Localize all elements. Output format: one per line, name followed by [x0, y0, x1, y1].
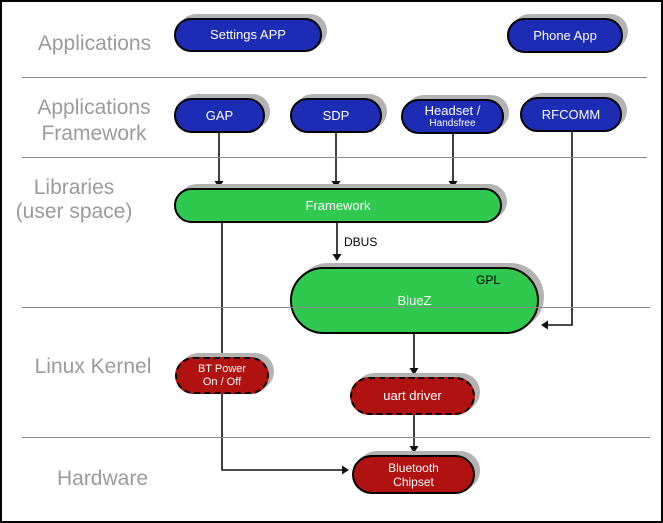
node-label: BlueZ	[397, 292, 432, 308]
layer-label-line: Libraries	[33, 176, 115, 199]
layer-label-line: Framework	[41, 122, 147, 145]
layer-label-line: Hardware	[56, 467, 149, 490]
layer-label-applications-framework: Applications Framework	[20, 95, 168, 147]
layer-label-applications: Applications	[27, 31, 162, 57]
node-label: Framework	[305, 197, 371, 213]
arrow-bluez-to-uart	[409, 334, 419, 375]
bluetooth-chipset-node: Bluetooth Chipset	[352, 455, 475, 494]
node-label: Headset /	[424, 103, 481, 118]
node-label: BT Power	[197, 362, 247, 375]
arrow-sdp-to-framework	[331, 133, 341, 188]
uart-driver-node: uart driver	[350, 377, 475, 415]
node-label: Settings APP	[210, 27, 286, 42]
node-label: On / Off	[202, 375, 242, 388]
rfcomm-node: RFCOMM	[520, 97, 622, 132]
node-label: Chipset	[393, 474, 434, 489]
layer-label-line: Applications	[37, 32, 152, 55]
layer-label-libraries-user-space: Libraries (user space)	[4, 176, 144, 224]
bt-power-node: BT Power On / Off	[175, 357, 269, 394]
layer-divider-line	[22, 157, 647, 158]
layer-label-hardware: Hardware	[40, 466, 165, 492]
dbus-connection-label: DBUS	[344, 235, 378, 249]
node-label: uart driver	[383, 388, 442, 403]
layer-divider-line	[22, 307, 650, 308]
node-label: Phone App	[533, 27, 597, 43]
node-label: RFCOMM	[541, 106, 601, 122]
node-label: SDP	[322, 107, 350, 123]
layer-label-line: Linux Kernel	[34, 355, 152, 378]
layer-label-linux-kernel: Linux Kernel	[22, 354, 164, 380]
bluez-node: BlueZ	[290, 267, 539, 334]
layer-label-line: (user space)	[15, 200, 133, 223]
layer-divider-line	[22, 77, 647, 78]
gpl-license-tag: GPL	[476, 273, 501, 287]
layer-label-line: Applications	[37, 96, 151, 119]
arrow-uart-to-chipset	[409, 415, 419, 453]
layer-divider-line	[22, 437, 650, 438]
arrow-framework-to-bluez-dbus	[332, 223, 342, 261]
node-label: Handsfree	[429, 118, 476, 129]
arrow-gap-to-framework	[214, 133, 224, 188]
settings-app-node: Settings APP	[174, 18, 322, 52]
framework-node: Framework	[174, 188, 502, 223]
arrow-headset-to-framework	[448, 134, 458, 188]
node-label: Bluetooth	[388, 460, 439, 475]
sdp-node: SDP	[290, 98, 382, 133]
phone-app-node: Phone App	[507, 18, 623, 53]
headset-handsfree-node: Headset / Handsfree	[401, 99, 504, 134]
arrow-rfcomm-to-bluez	[541, 132, 573, 330]
node-label: GAP	[205, 107, 234, 123]
gap-node: GAP	[174, 98, 265, 133]
